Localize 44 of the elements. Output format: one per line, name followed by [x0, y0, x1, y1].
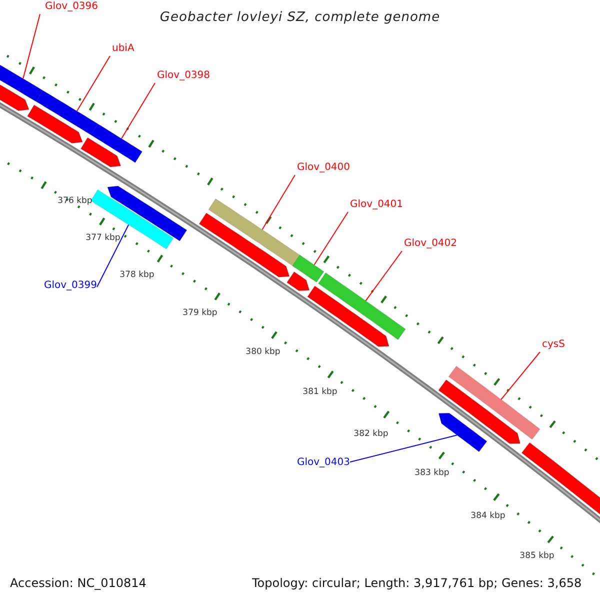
scale-label: 377 kbp	[86, 234, 120, 242]
scale-label: 381 kbp	[302, 388, 338, 396]
leader-line	[121, 82, 156, 140]
gene-label: Glov_0400	[297, 163, 350, 173]
scale-label: 383 kbp	[414, 468, 450, 478]
scale-label: 380 kbp	[246, 348, 280, 356]
leader-line	[22, 14, 40, 80]
scale-label: 382 kbp	[354, 430, 388, 438]
leader-line	[350, 434, 458, 462]
gene-label: Glov_0402	[404, 239, 458, 249]
gene-bar	[36, 90, 98, 136]
scale-label: 376 kbp	[58, 196, 92, 206]
gene-bar	[292, 254, 324, 283]
scale-label: 385 kbp	[520, 552, 554, 560]
gene-label: Glov_0403	[296, 458, 350, 468]
gene-bar	[90, 124, 142, 163]
gene-label: Glov_0399	[44, 281, 97, 291]
gene-bar	[318, 272, 406, 340]
diagram-title: Geobacter lovleyi SZ, complete genome	[158, 11, 442, 24]
leader-line	[76, 56, 110, 112]
leader-line	[96, 224, 130, 288]
gene-bar	[80, 137, 122, 168]
scale-label: 384 kbp	[470, 512, 506, 520]
gene-bar	[198, 212, 290, 278]
genome-stats-text: Topology: circular; Length: 3,917,761 bp; Genes: 3,658	[252, 577, 582, 589]
gene-label: cysS	[542, 340, 565, 350]
gene-bar	[448, 366, 540, 440]
leader-line	[500, 352, 540, 400]
leader-line	[314, 212, 348, 266]
gene-bar	[438, 412, 488, 452]
gene-label: Glov_0401	[350, 200, 404, 210]
scale-label: 379 kbp	[182, 308, 218, 318]
gene-bar	[27, 104, 83, 144]
gene-label: ubiA	[112, 44, 134, 54]
gene-bar	[307, 286, 390, 347]
gene-label: Glov_0398	[157, 71, 210, 81]
gene-bar	[286, 272, 310, 292]
leader-line	[262, 174, 296, 230]
accession-text: Accession: NC_010814	[10, 577, 146, 589]
gene-label: Glov_0396	[45, 2, 98, 12]
scale-label: 378 kbp	[120, 270, 154, 280]
gene-bar	[107, 186, 188, 242]
leader-line	[365, 250, 402, 302]
gene-bar	[438, 380, 520, 444]
